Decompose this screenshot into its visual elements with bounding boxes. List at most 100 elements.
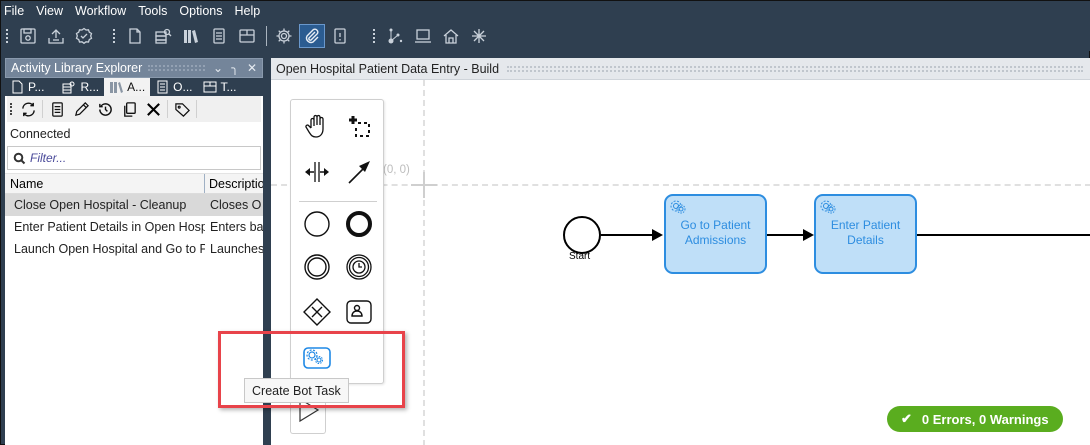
history-icon: [98, 102, 112, 116]
edit-button[interactable]: [69, 98, 93, 120]
exclusive-gateway-tool[interactable]: [300, 295, 334, 329]
start-event[interactable]: [563, 216, 601, 254]
hand-icon: [305, 114, 324, 138]
drag-handle[interactable]: [507, 65, 1083, 72]
main-toolbar: [1, 21, 1090, 51]
connect-tool[interactable]: [342, 155, 376, 189]
marquee-select-icon: [349, 116, 370, 137]
validation-status-badge[interactable]: ✔ 0 Errors, 0 Warnings: [887, 406, 1063, 432]
repository-icon: [62, 81, 75, 94]
filter-input[interactable]: [30, 151, 250, 165]
toolbar-separator: [167, 100, 168, 118]
tag-button[interactable]: [170, 98, 194, 120]
gear-icon: [670, 200, 686, 214]
column-header-description[interactable]: Description: [209, 176, 263, 191]
bot-task-go-to-patient-admissions[interactable]: Go to Patient Admissions: [664, 194, 767, 274]
search-icon: [13, 152, 26, 164]
tool-palette: [290, 99, 384, 384]
start-event-tool[interactable]: [300, 207, 334, 241]
tab-t[interactable]: T...: [198, 78, 242, 96]
space-tool[interactable]: [300, 155, 334, 189]
history-button[interactable]: [93, 98, 117, 120]
home-button[interactable]: [438, 24, 464, 48]
table-row[interactable]: Close Open Hospital - Cleanup Closes O: [5, 194, 263, 216]
new-document-icon: [129, 28, 141, 44]
repository-button[interactable]: [150, 24, 176, 48]
tab-a[interactable]: A...: [104, 78, 151, 96]
package-icon: [203, 81, 216, 93]
filter-box[interactable]: [7, 146, 261, 170]
menu-file[interactable]: File: [4, 4, 25, 18]
menu-bar: File View Workflow Tools Options Help: [1, 1, 1090, 21]
menu-view[interactable]: View: [36, 4, 64, 18]
menu-tools[interactable]: Tools: [138, 4, 168, 18]
drag-handle[interactable]: [148, 65, 205, 71]
end-event-tool[interactable]: [342, 207, 376, 241]
details-button[interactable]: [45, 98, 69, 120]
close-icon[interactable]: ✕: [246, 61, 258, 75]
save-button[interactable]: [15, 24, 41, 48]
toolbar-grip[interactable]: [113, 29, 116, 43]
asterisk-icon: [472, 29, 486, 43]
pin-icon[interactable]: ╮: [231, 61, 239, 75]
delete-button[interactable]: [141, 98, 165, 120]
publish-button[interactable]: [43, 24, 69, 48]
toolbar-grip[interactable]: [373, 29, 376, 43]
menu-help[interactable]: Help: [234, 4, 261, 18]
graph-button[interactable]: [382, 24, 408, 48]
new-document-button[interactable]: [122, 24, 148, 48]
gateway-icon: [303, 298, 331, 326]
library-icon: [184, 30, 198, 43]
attachment-button[interactable]: [299, 24, 325, 48]
marquee-select-tool[interactable]: [342, 109, 376, 143]
refresh-button[interactable]: [16, 98, 40, 120]
panel-splitter[interactable]: [263, 58, 271, 445]
alert-document-button[interactable]: [327, 24, 353, 48]
save-icon: [20, 28, 36, 44]
alert-document-icon: [334, 28, 346, 44]
toolbar-grip[interactable]: [6, 29, 9, 43]
validation-status-text: 0 Errors, 0 Warnings: [921, 411, 1049, 427]
row-name: Launch Open Hospital and Go to Pa: [14, 242, 205, 256]
bot-task-enter-patient-details[interactable]: Enter Patient Details: [814, 194, 917, 274]
toolbar-grip[interactable]: [10, 103, 12, 115]
copy-icon: [123, 101, 136, 117]
settings-button[interactable]: [271, 24, 297, 48]
panel-toolbar: [7, 96, 261, 122]
sequence-flow[interactable]: [601, 234, 653, 236]
intermediate-event-tool[interactable]: [300, 250, 334, 284]
task-label: Enter Patient Details: [830, 218, 901, 247]
asterisk-button[interactable]: [466, 24, 492, 48]
tab-r[interactable]: R...: [57, 78, 104, 96]
chevron-down-icon[interactable]: ⌄: [212, 61, 224, 75]
tab-o[interactable]: O...: [150, 78, 197, 96]
library-button[interactable]: [178, 24, 204, 48]
user-task-tool[interactable]: [342, 295, 376, 329]
toolbar-separator: [42, 100, 43, 118]
document-button[interactable]: [206, 24, 232, 48]
checkmark-icon: ✔: [901, 411, 912, 426]
tab-p[interactable]: P...: [5, 78, 49, 96]
table-row[interactable]: Launch Open Hospital and Go to Pa Launch…: [5, 238, 263, 260]
intermediate-event-icon: [304, 254, 330, 280]
document-tab[interactable]: Open Hospital Patient Data Entry - Build: [271, 58, 1090, 80]
page-icon: [12, 80, 23, 94]
palette-separator: [299, 201, 377, 202]
timer-event-tool[interactable]: [342, 250, 376, 284]
arrowhead: [652, 229, 663, 241]
play-icon[interactable]: [295, 396, 323, 424]
copy-button[interactable]: [117, 98, 141, 120]
package-button[interactable]: [234, 24, 260, 48]
laptop-button[interactable]: [410, 24, 436, 48]
panel-title-bar: Activity Library Explorer ⌄ ╮ ✕: [5, 58, 263, 78]
validate-button[interactable]: [71, 24, 97, 48]
repository-icon: [155, 28, 172, 44]
menu-workflow[interactable]: Workflow: [75, 4, 127, 18]
column-header-name[interactable]: Name: [5, 174, 205, 193]
menu-options[interactable]: Options: [179, 4, 223, 18]
sequence-flow[interactable]: [767, 234, 803, 236]
bot-task-tool[interactable]: [300, 341, 334, 375]
table-row[interactable]: Enter Patient Details in Open Hospit Ent…: [5, 216, 263, 238]
hand-tool[interactable]: [300, 109, 334, 143]
sequence-flow[interactable]: [917, 234, 1090, 236]
